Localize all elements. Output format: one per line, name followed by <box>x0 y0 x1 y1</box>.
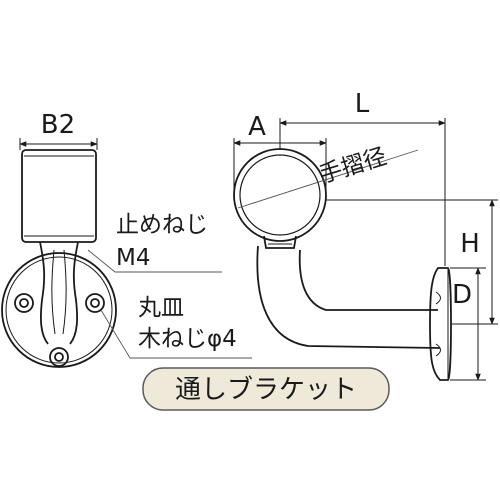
pan-head-label: 丸皿 <box>138 295 184 321</box>
dimension-h <box>326 199 498 325</box>
handrail-ring-inner <box>239 154 321 236</box>
a-label: A <box>248 112 266 142</box>
h-label: H <box>460 229 480 259</box>
neck-inner-groove <box>51 249 67 335</box>
dimension-d <box>450 267 486 381</box>
b2-label: B2 <box>41 110 75 140</box>
screw-hole-bottom <box>49 347 69 367</box>
front-view <box>1 138 117 368</box>
screw-hole-left-inner <box>19 298 29 308</box>
bracket-neck <box>39 241 79 345</box>
l-label: L <box>355 89 370 119</box>
handrail-diameter-leader <box>237 149 419 209</box>
base-plate-inner-edge <box>5 256 113 364</box>
bracket-arm-inner <box>298 249 438 311</box>
set-screw-label: 止めねじ <box>116 212 208 238</box>
title-badge-label: 通しブラケット <box>175 375 357 405</box>
socket-body <box>21 149 97 243</box>
wall-base-screw-slot <box>435 291 441 357</box>
bracket-arm-outer <box>256 245 441 349</box>
wall-base <box>429 267 452 381</box>
screw-hole-right <box>85 293 105 313</box>
side-view <box>233 148 452 381</box>
handrail-ring-outer <box>233 148 327 242</box>
front-leaders <box>87 249 252 359</box>
pan-screw-leader <box>100 309 252 359</box>
screw-hole-bottom-inner <box>54 352 64 362</box>
set-screw-size-label: M4 <box>116 245 150 271</box>
d-label: D <box>452 280 472 310</box>
set-screw-leader <box>87 249 222 273</box>
screw-hole-left <box>14 293 34 313</box>
screw-hole-right-inner <box>90 298 100 308</box>
base-plate <box>1 252 117 368</box>
wood-screw-label: 木ねじφ4 <box>138 326 237 352</box>
handrail-diameter-label: 手摺径 <box>316 144 390 189</box>
title-badge <box>142 367 390 411</box>
ring-collar <box>263 235 297 249</box>
dimension-l <box>279 118 446 266</box>
